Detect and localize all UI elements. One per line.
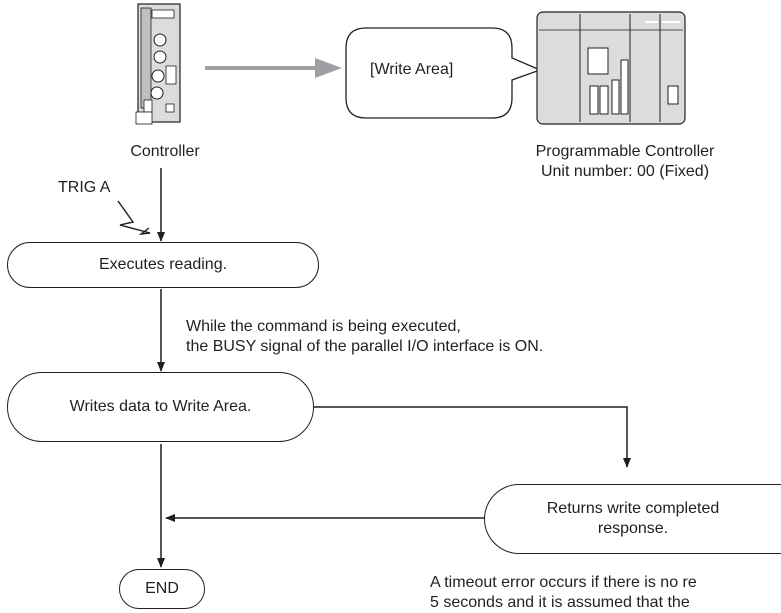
step-returns-response: Returns write completed response. (484, 484, 781, 554)
step-end: END (119, 569, 205, 609)
controller-label: Controller (130, 143, 200, 160)
step-writes-data: Writes data to Write Area. (7, 372, 314, 442)
write-area-label: [Write Area] (370, 61, 454, 78)
response-line2: response. (597, 520, 669, 537)
data-transfer-arrow (205, 58, 342, 78)
busy-note-line2: the BUSY signal of the parallel I/O inte… (186, 338, 544, 355)
trigger-lightning-icon (117, 200, 151, 234)
programmable-controller-icon (536, 11, 686, 125)
plc-title-label: Programmable Controller (535, 143, 715, 160)
step-executes-reading: Executes reading. (7, 242, 319, 288)
timeout-note-line1: A timeout error occurs if there is no re (430, 574, 697, 591)
write-area-bubble-shape (345, 27, 542, 119)
controller-device-icon (135, 3, 181, 125)
flow-line-write-to-response (314, 406, 631, 468)
response-line1: Returns write completed (546, 500, 720, 517)
plc-unit-label: Unit number: 00 (Fixed) (540, 163, 710, 180)
trigger-label: TRIG A (58, 179, 111, 196)
timeout-note-line2: 5 seconds and it is assumed that the (430, 594, 690, 611)
busy-note-line1: While the command is being executed, (186, 318, 461, 335)
